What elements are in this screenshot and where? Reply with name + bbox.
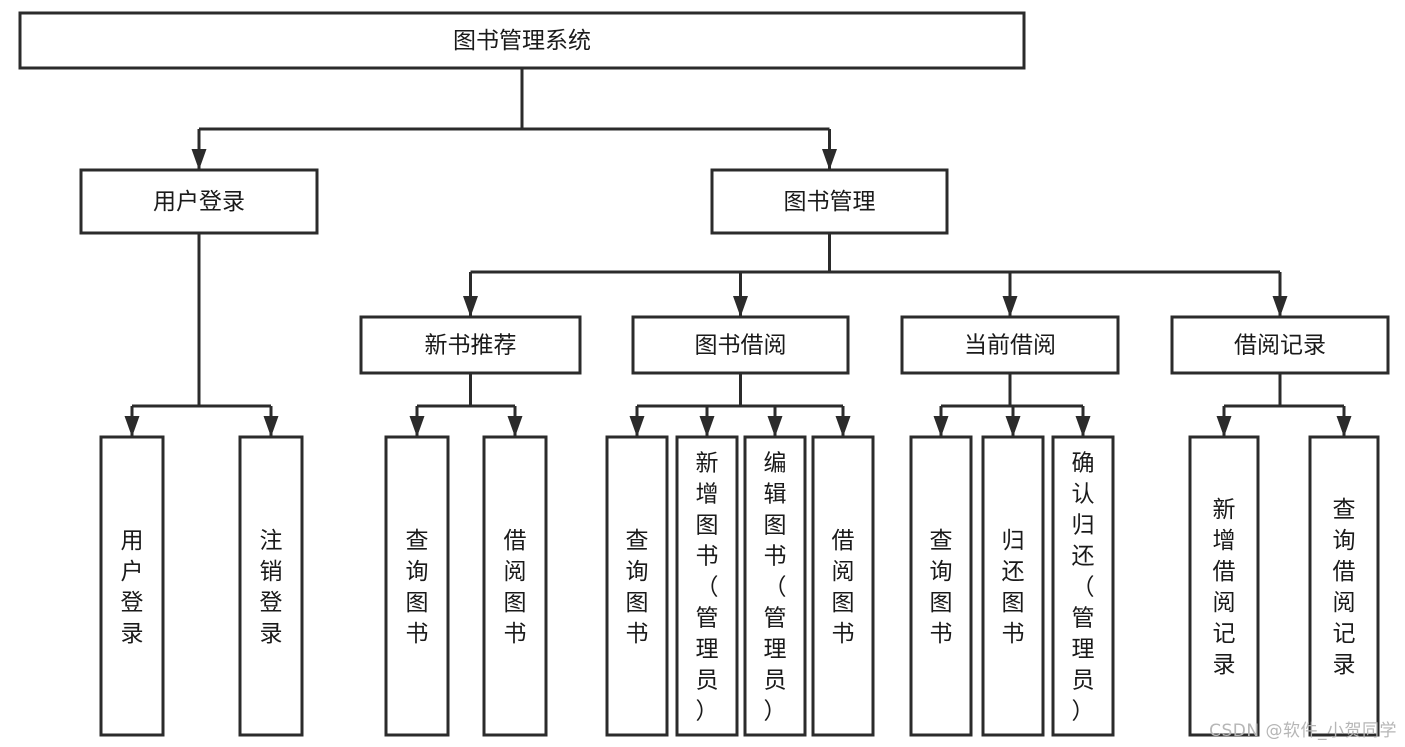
- node-root-box[interactable]: [18, 11, 1026, 70]
- book-manage-to-level2-arrow-1: [733, 296, 748, 317]
- node-leaf-cur-query-box[interactable]: [909, 435, 973, 737]
- node-leaf-borrow-add-label: 新增图书（管理员）: [696, 451, 719, 725]
- node-layer: 图书管理系统用户登录图书管理新书推荐图书借阅当前借阅借阅记录用户登录注销登录查询…: [18, 11, 1390, 737]
- node-book-borrow-box[interactable]: [631, 315, 850, 375]
- book-borrow-to-leaves-arrow-3: [835, 416, 851, 437]
- book-borrow-to-leaves-arrow-1: [699, 416, 715, 437]
- node-leaf-cur-confirm-box[interactable]: [1051, 435, 1115, 737]
- node-leaf-user-logout[interactable]: 注销登录: [238, 435, 304, 737]
- node-leaf-cur-query-label: 查询图书: [930, 528, 953, 647]
- node-leaf-borrow-edit[interactable]: 编辑图书（管理员）: [743, 435, 807, 737]
- node-user-login-box[interactable]: [79, 168, 319, 235]
- node-leaf-rec-query-box[interactable]: [384, 435, 450, 737]
- node-leaf-rec-search-label: 查询借阅记录: [1333, 497, 1356, 678]
- borrow-record-to-leaves-arrow-0: [1216, 416, 1232, 437]
- node-user-login-label: 用户登录: [153, 189, 245, 215]
- node-leaf-cur-confirm[interactable]: 确认归还（管理员）: [1051, 435, 1115, 737]
- new-book-rec-to-leaves-arrow-1: [507, 416, 523, 437]
- node-leaf-cur-return-box[interactable]: [981, 435, 1045, 737]
- root-to-level1-arrow-0: [191, 149, 207, 170]
- node-leaf-rec-add-label: 新增借阅记录: [1213, 497, 1236, 678]
- node-current-borrow-box[interactable]: [900, 315, 1120, 375]
- node-leaf-borrow-add-box[interactable]: [675, 435, 739, 737]
- node-book-manage-label: 图书管理: [784, 189, 876, 215]
- node-leaf-borrow-lend[interactable]: 借阅图书: [811, 435, 875, 737]
- node-root-label: 图书管理系统: [453, 28, 591, 54]
- book-manage-to-level2-arrow-0: [463, 296, 478, 317]
- node-leaf-user-login-label: 用户登录: [121, 528, 144, 647]
- node-leaf-borrow-lend-box[interactable]: [811, 435, 875, 737]
- node-leaf-user-login-box[interactable]: [99, 435, 165, 737]
- node-borrow-record-box[interactable]: [1170, 315, 1390, 375]
- node-current-borrow[interactable]: 当前借阅: [900, 315, 1120, 375]
- node-leaf-rec-add-box[interactable]: [1188, 435, 1260, 737]
- node-root[interactable]: 图书管理系统: [18, 11, 1026, 70]
- node-leaf-borrow-query[interactable]: 查询图书: [605, 435, 669, 737]
- node-book-manage[interactable]: 图书管理: [710, 168, 949, 235]
- node-leaf-rec-add[interactable]: 新增借阅记录: [1188, 435, 1260, 737]
- node-current-borrow-label: 当前借阅: [964, 333, 1056, 359]
- node-leaf-cur-query[interactable]: 查询图书: [909, 435, 973, 737]
- node-book-borrow[interactable]: 图书借阅: [631, 315, 850, 375]
- node-leaf-rec-borrow-label: 借阅图书: [504, 528, 527, 647]
- connector-layer: [124, 68, 1352, 437]
- node-leaf-rec-search-box[interactable]: [1308, 435, 1380, 737]
- node-book-borrow-label: 图书借阅: [695, 333, 787, 359]
- node-leaf-borrow-add[interactable]: 新增图书（管理员）: [675, 435, 739, 737]
- user-login-to-leaves-arrow-1: [263, 416, 279, 437]
- csdn-watermark: CSDN @软件_小贺同学: [1209, 721, 1397, 741]
- node-leaf-rec-query-label: 查询图书: [406, 528, 429, 647]
- root-to-level1-arrow-1: [822, 149, 837, 170]
- book-borrow-to-leaves-arrow-0: [629, 416, 645, 437]
- node-user-login[interactable]: 用户登录: [79, 168, 319, 235]
- node-leaf-user-logout-label: 注销登录: [260, 528, 283, 647]
- node-new-book-rec[interactable]: 新书推荐: [359, 315, 582, 375]
- current-borrow-to-leaves-arrow-1: [1005, 416, 1021, 437]
- node-new-book-rec-label: 新书推荐: [425, 333, 517, 359]
- node-leaf-borrow-query-label: 查询图书: [626, 528, 649, 647]
- node-leaf-rec-borrow-box[interactable]: [482, 435, 548, 737]
- node-leaf-cur-return[interactable]: 归还图书: [981, 435, 1045, 737]
- node-leaf-cur-confirm-label: 确认归还（管理员）: [1072, 451, 1095, 725]
- node-leaf-borrow-edit-box[interactable]: [743, 435, 807, 737]
- node-leaf-user-login[interactable]: 用户登录: [99, 435, 165, 737]
- node-leaf-borrow-lend-label: 借阅图书: [832, 528, 855, 647]
- node-new-book-rec-box[interactable]: [359, 315, 582, 375]
- new-book-rec-to-leaves-arrow-0: [409, 416, 425, 437]
- node-leaf-rec-query[interactable]: 查询图书: [384, 435, 450, 737]
- user-login-to-leaves-arrow-0: [124, 416, 140, 437]
- node-leaf-rec-borrow[interactable]: 借阅图书: [482, 435, 548, 737]
- node-leaf-cur-return-label: 归还图书: [1002, 528, 1025, 647]
- node-book-manage-box[interactable]: [710, 168, 949, 235]
- book-manage-to-level2-arrow-2: [1002, 296, 1018, 317]
- node-leaf-rec-search[interactable]: 查询借阅记录: [1308, 435, 1380, 737]
- current-borrow-to-leaves-arrow-0: [933, 416, 949, 437]
- node-borrow-record[interactable]: 借阅记录: [1170, 315, 1390, 375]
- book-borrow-to-leaves-arrow-2: [767, 416, 783, 437]
- book-manage-to-level2-arrow-3: [1272, 296, 1288, 317]
- node-borrow-record-label: 借阅记录: [1234, 333, 1326, 359]
- borrow-record-to-leaves-arrow-1: [1336, 416, 1352, 437]
- node-leaf-borrow-edit-label: 编辑图书（管理员）: [764, 451, 787, 725]
- node-leaf-borrow-query-box[interactable]: [605, 435, 669, 737]
- current-borrow-to-leaves-arrow-2: [1075, 416, 1091, 437]
- node-leaf-user-logout-box[interactable]: [238, 435, 304, 737]
